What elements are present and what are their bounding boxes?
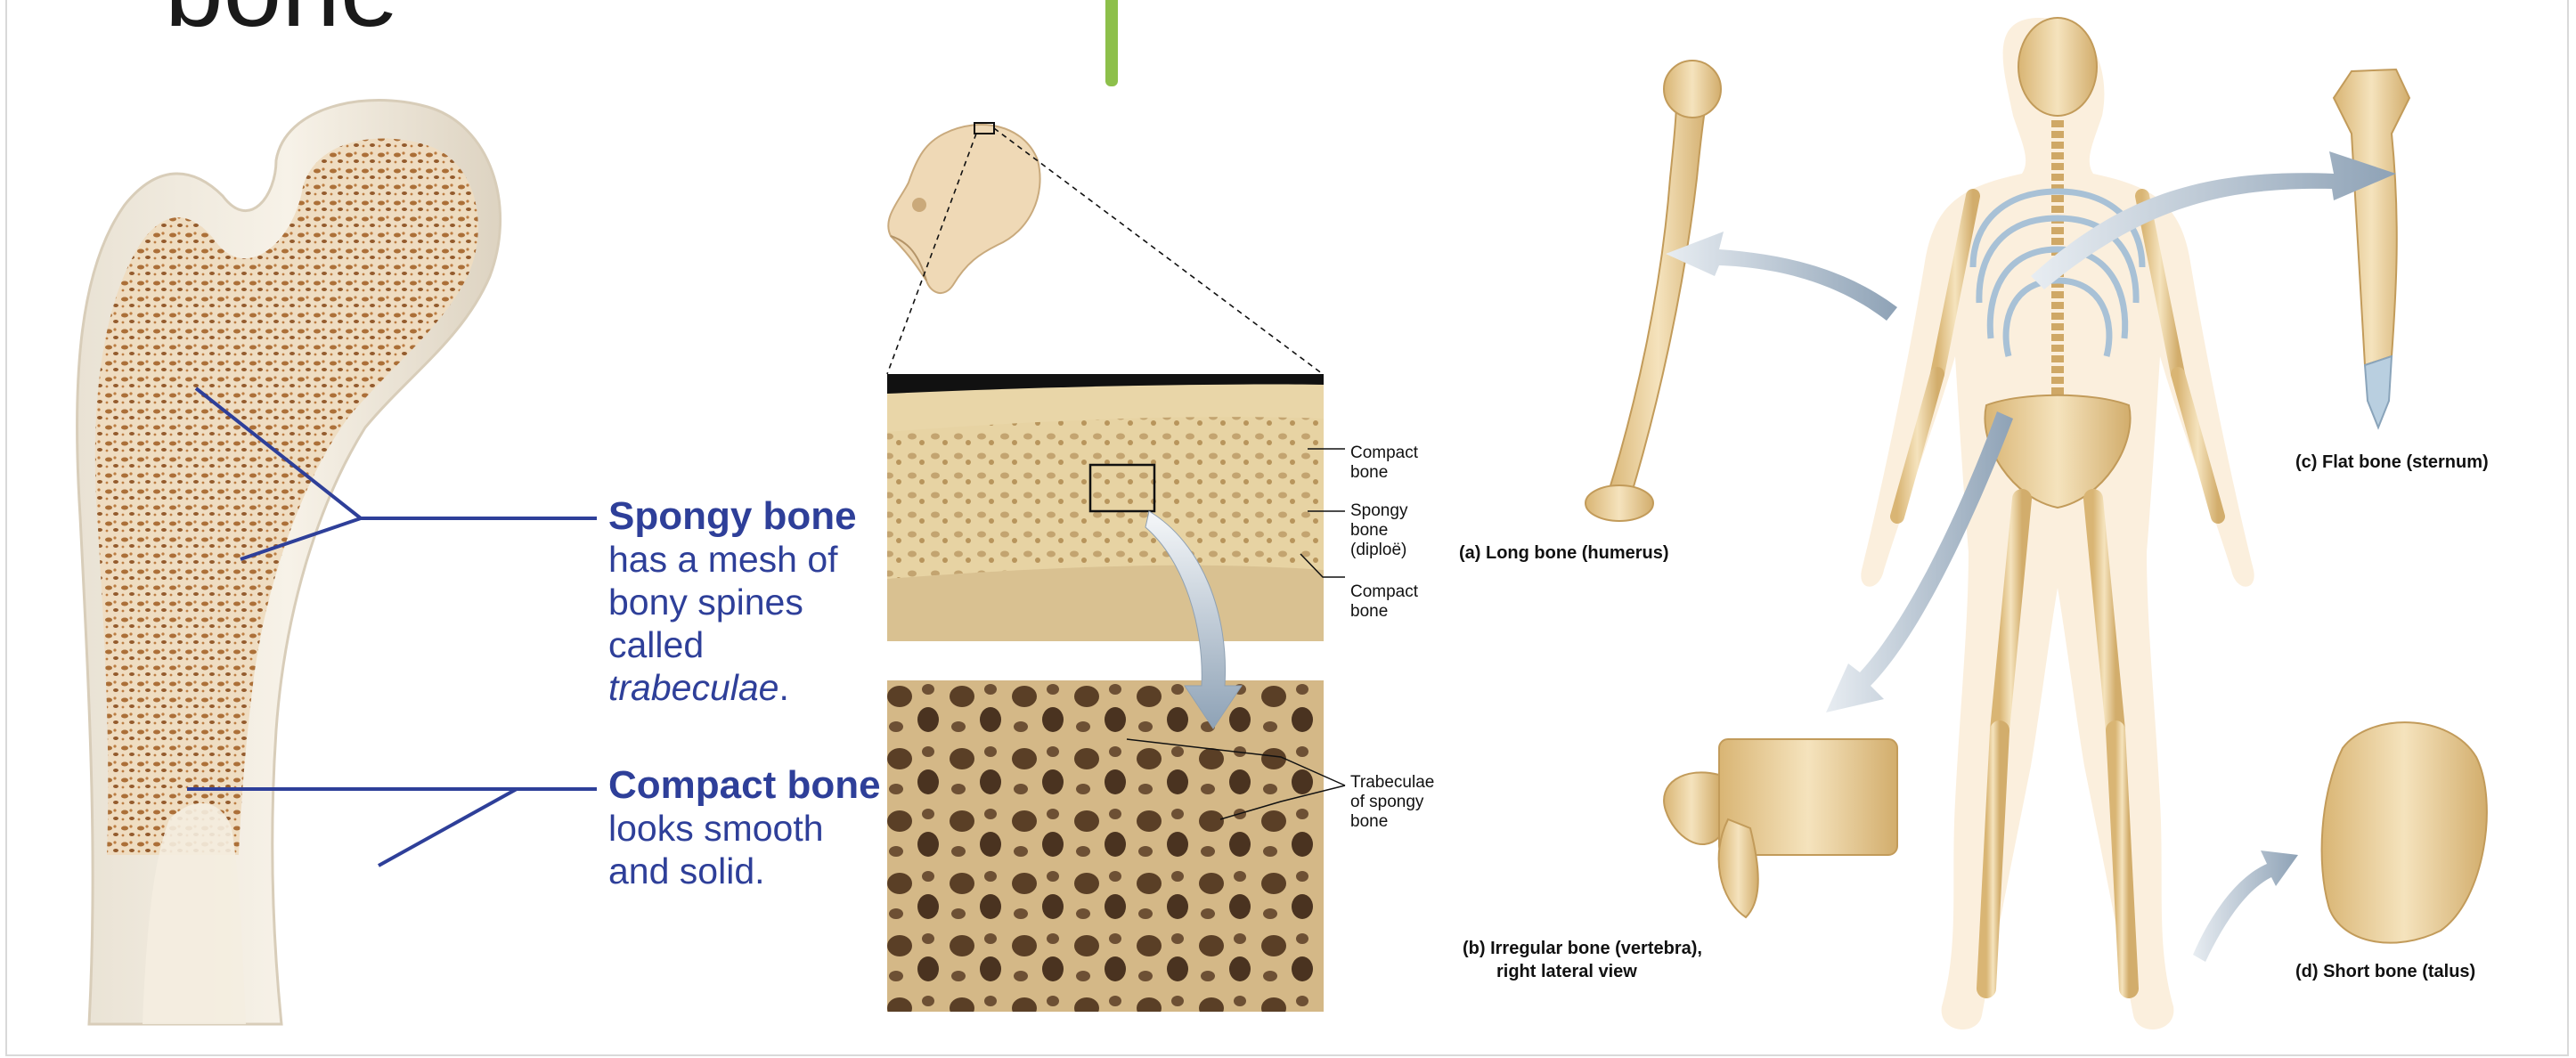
label-trabeculae: Trabeculae of spongy bone xyxy=(1350,773,1435,831)
caption-irregular-bone: (b) Irregular bone (vertebra), right lat… xyxy=(1463,939,1702,981)
zoom-arrow xyxy=(1145,510,1243,729)
arrow-to-sternum xyxy=(2031,151,2396,289)
label-compact-bone-bottom: Compact bone xyxy=(1350,582,1419,621)
label-compact-bone-top: Compact bone xyxy=(1350,444,1419,482)
humerus-icon xyxy=(1585,60,1722,522)
compact-line-1: looks smooth xyxy=(608,808,824,850)
trabeculae-photo xyxy=(887,680,1324,1012)
section-detail-box xyxy=(1088,463,1156,513)
label-spongy-diploe: Spongy bone (diploë) xyxy=(1350,501,1408,559)
compact-bone-callout: Compact bone looks smooth and solid. xyxy=(608,763,902,892)
vertebra-icon xyxy=(1663,738,1898,919)
leg-bones xyxy=(1977,489,2139,998)
skull-section-illustration xyxy=(886,122,1346,1012)
arm-bones xyxy=(1890,189,2225,524)
bone-types-illustration xyxy=(1585,17,2488,1030)
spongy-line-1: has a mesh of xyxy=(608,539,838,581)
skull-icon xyxy=(887,124,1041,294)
talus-icon xyxy=(2320,721,2488,944)
caption-flat-bone: (c) Flat bone (sternum) xyxy=(2295,452,2489,472)
compact-bone-heading: Compact bone xyxy=(608,763,881,807)
spongy-period: . xyxy=(779,667,789,709)
compact-line-2: and solid. xyxy=(608,850,765,892)
slide-title: bone xyxy=(165,0,399,43)
accent-bar xyxy=(1105,0,1118,86)
sternum-icon xyxy=(2332,68,2411,430)
spongy-bone-heading: Spongy bone xyxy=(608,494,857,538)
spongy-leader-lower xyxy=(240,517,362,561)
compact-leader-lower xyxy=(378,787,518,867)
caption-long-bone: (a) Long bone (humerus) xyxy=(1459,543,1669,563)
arrow-to-humerus xyxy=(1666,232,1897,321)
pelvis xyxy=(1984,394,2132,509)
spongy-bone-callout: Spongy bone has a mesh of bony spines ca… xyxy=(608,494,902,709)
skull xyxy=(2018,17,2098,117)
trabeculae-term: trabeculae xyxy=(608,667,779,709)
caption-short-bone: (d) Short bone (talus) xyxy=(2295,962,2476,981)
spongy-line-3: called xyxy=(608,624,705,666)
arrow-to-talus xyxy=(2193,850,2298,962)
femur-illustration xyxy=(76,99,597,1026)
spongy-line-2: bony spines xyxy=(608,582,803,623)
arrow-to-vertebra xyxy=(1826,411,2013,712)
slide-frame xyxy=(5,0,2569,1056)
spongy-leader-upper xyxy=(194,387,363,520)
